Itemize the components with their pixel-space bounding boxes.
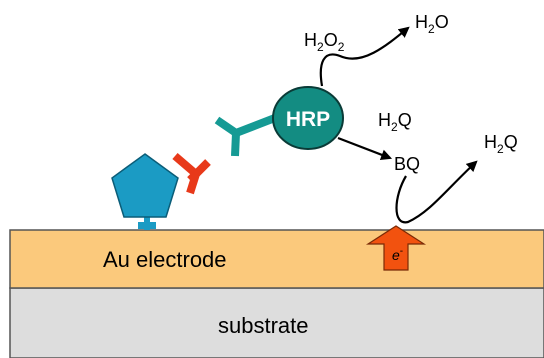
antigen-anchor (138, 222, 156, 229)
hrp-label: HRP (286, 108, 330, 131)
h2o-label: H2O (415, 12, 449, 36)
h2o2-label: H2O2 (304, 30, 345, 54)
h2q-right-label: H2Q (484, 132, 518, 156)
bq-label: BQ (394, 154, 420, 174)
primary-antibody-icon (172, 152, 211, 195)
antigen-pentagon-icon (111, 153, 179, 218)
electrode-label: Au electrode (103, 247, 227, 272)
bq-to-h2q-arrow (395, 160, 478, 224)
electrode-layer (9, 229, 544, 289)
electron-arrow-icon (365, 225, 427, 271)
electron-label: e- (392, 246, 403, 263)
h2o2-to-h2o-arrow (319, 26, 410, 87)
hrp-enzyme-icon (272, 86, 344, 150)
substrate-label: substrate (218, 313, 309, 338)
secondary-antibody-icon (214, 112, 282, 157)
h2q-left-label: H2Q (378, 110, 412, 134)
h2q-to-bq-arrow (337, 136, 393, 160)
substrate-layer (9, 287, 544, 358)
